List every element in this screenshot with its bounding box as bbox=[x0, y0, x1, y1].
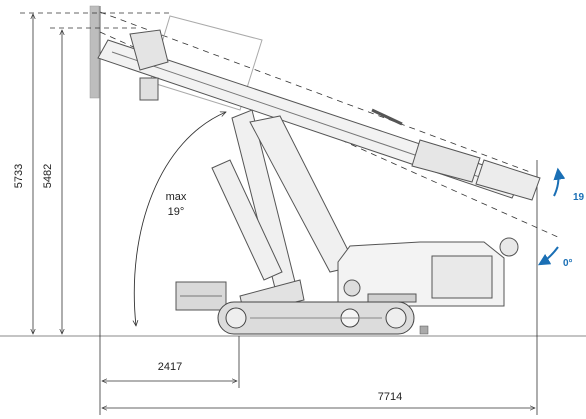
reach-2417-label: 2417 bbox=[158, 361, 182, 373]
crawler-track bbox=[217, 301, 415, 335]
height-5482-label: 5482 bbox=[42, 164, 54, 188]
wall bbox=[89, 5, 100, 99]
tilt-value-label: 19° bbox=[168, 206, 185, 218]
rotate-up-arrow bbox=[553, 167, 566, 197]
engine-body bbox=[337, 241, 505, 307]
drill-mast bbox=[97, 29, 541, 257]
reach-7714-label: 7714 bbox=[378, 391, 402, 403]
boom-arms bbox=[211, 109, 357, 315]
tilt-max-label: max bbox=[166, 191, 187, 203]
height-5733-label: 5733 bbox=[13, 164, 25, 188]
mast-guide-upper bbox=[99, 11, 531, 173]
tilt-arc bbox=[134, 112, 226, 326]
rotate-up-label: 19 bbox=[573, 192, 585, 203]
mast-guide-lower bbox=[99, 31, 561, 239]
rotate-zero-label: 0° bbox=[563, 258, 573, 269]
rear-outrigger bbox=[419, 325, 429, 335]
rotate-zero-arrow bbox=[537, 246, 559, 266]
